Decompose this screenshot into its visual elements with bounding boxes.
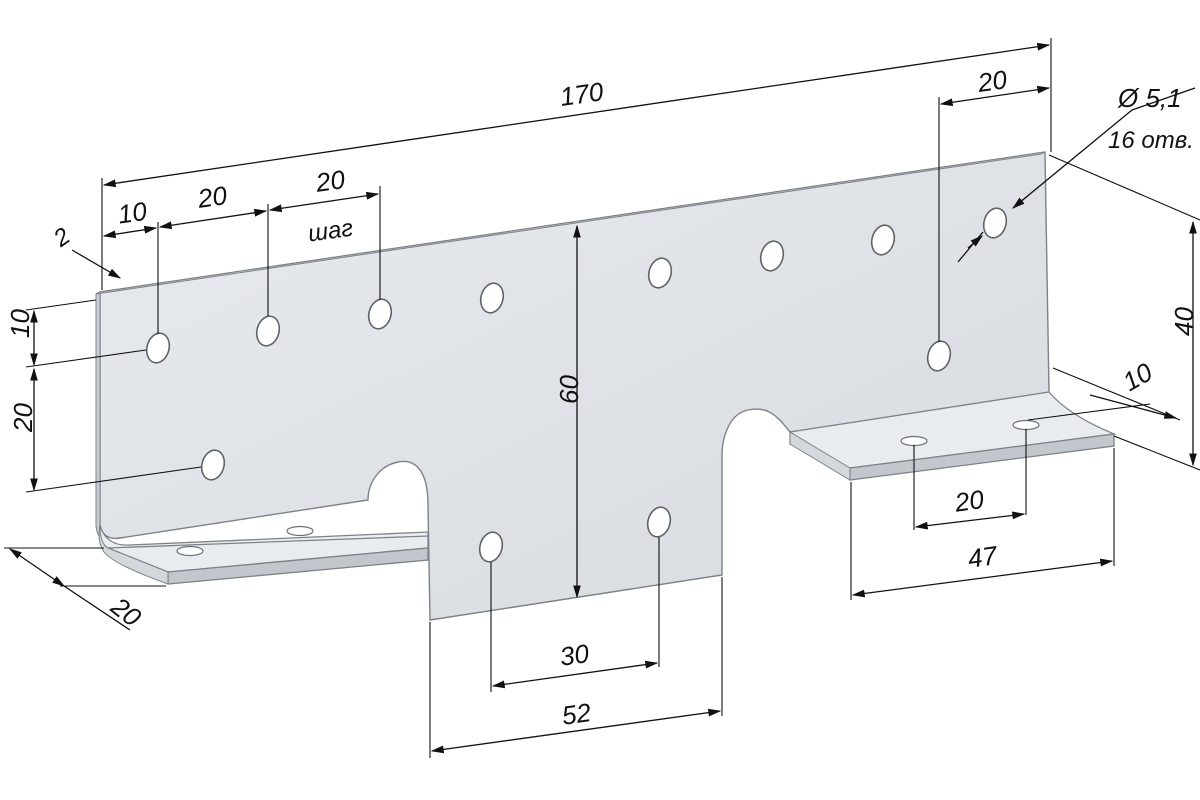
- plate-hole: [870, 224, 896, 256]
- label-20-left: 20: [8, 403, 38, 433]
- right-flange-bend: [789, 431, 851, 481]
- dimension-line-10-flange: [1089, 394, 1178, 419]
- plate-hole: [145, 332, 171, 364]
- extension-line: [1027, 403, 1151, 421]
- label-20-right: 20: [975, 64, 1009, 98]
- right-flange: [789, 391, 1117, 481]
- plate-hole: [200, 449, 226, 481]
- label-60: 60: [554, 375, 584, 404]
- label-10-left: 10: [5, 309, 35, 338]
- label-hole-count: 16 отв.: [1108, 127, 1194, 154]
- dimension-line-20-width-tail: [63, 585, 131, 631]
- label-170: 170: [558, 76, 606, 112]
- dimension-line-20-a: [158, 208, 268, 230]
- left-flange-hole-1: [176, 545, 204, 557]
- plate-hole: [982, 207, 1008, 239]
- plate-hole: [759, 240, 785, 272]
- left-flange: [98, 524, 429, 585]
- label-20-flange: 20: [952, 484, 986, 518]
- right-flange-hole-1: [900, 435, 928, 447]
- left-flange-hole-2: [286, 525, 314, 537]
- label-52: 52: [560, 697, 593, 731]
- dimension-line-20-b: [268, 191, 380, 213]
- plate-hole: [647, 257, 673, 289]
- dimension-line-20-width: [8, 548, 66, 587]
- plate-hole: [367, 298, 393, 330]
- dimension-line-2: [71, 249, 122, 279]
- extension-line: [1113, 435, 1200, 471]
- plate-holes: [145, 207, 1008, 563]
- label-47: 47: [966, 540, 1000, 574]
- label-30: 30: [558, 638, 591, 672]
- left-flange-bend: [98, 524, 169, 585]
- label-pitch: шаг: [306, 214, 355, 247]
- dimension-line-52: [430, 708, 722, 754]
- dimension-labels: 170 20 Ø 5,1 16 отв. 10 20 20 шаг 2 10 2…: [5, 64, 1199, 731]
- leader-diameter: [1131, 87, 1196, 111]
- extension-line: [1052, 367, 1181, 421]
- label-20-width: 20: [105, 591, 147, 633]
- plate-hole: [478, 531, 504, 563]
- plate-hole: [479, 282, 505, 314]
- dimension-line-10-top: [102, 225, 158, 239]
- label-hole-diameter: Ø 5,1: [1117, 83, 1182, 113]
- leader-diameter: [1011, 109, 1133, 209]
- leader-diameter-arrow: [967, 235, 983, 249]
- plate-hole: [926, 340, 952, 372]
- label-thickness: 2: [48, 223, 75, 253]
- right-flange-hole-2: [1012, 419, 1040, 431]
- dimension-line-170: [102, 42, 1051, 188]
- extension-line: [25, 299, 97, 311]
- label-40: 40: [1169, 307, 1199, 336]
- plate-hole: [255, 315, 281, 347]
- extension-line: [25, 349, 147, 368]
- dimension-line-20-right: [939, 85, 1051, 107]
- dimension-lines: [4, 38, 1200, 758]
- dimension-line-20-flange: [914, 511, 1026, 530]
- extension-line: [1048, 154, 1200, 221]
- label-20-a: 20: [195, 180, 229, 214]
- plate-hole: [646, 506, 672, 538]
- label-10-flange: 10: [1117, 356, 1158, 397]
- dimension-line-47: [851, 558, 1114, 598]
- extension-line: [25, 466, 202, 493]
- dimension-line-30: [491, 660, 659, 689]
- label-10-top: 10: [116, 196, 149, 230]
- label-20-b: 20: [313, 164, 347, 198]
